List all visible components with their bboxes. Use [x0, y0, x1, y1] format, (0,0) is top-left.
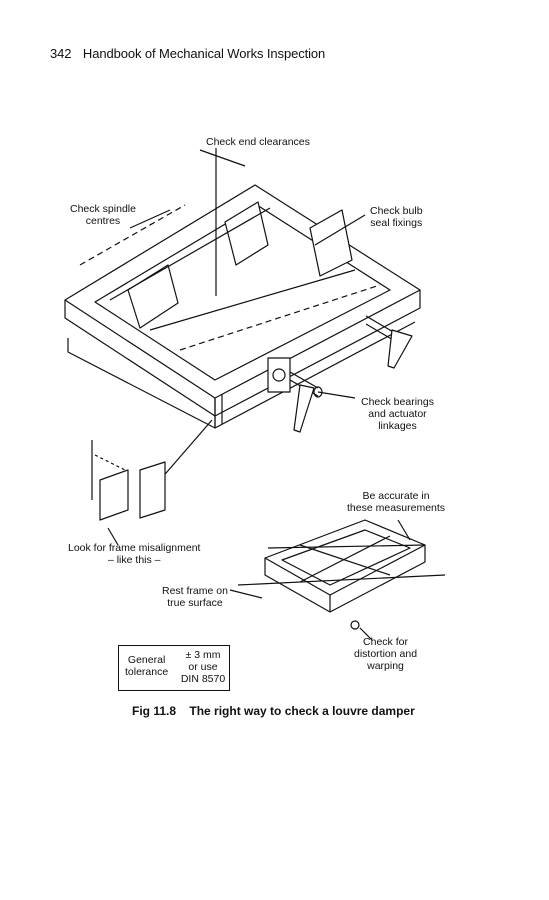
- label-bulb-seal: Check bulb seal fixings: [370, 205, 423, 229]
- label-true-surface: Rest frame on true surface: [162, 585, 228, 609]
- label-line: Rest frame on: [162, 585, 228, 597]
- frame-lower-flange-right: [214, 321, 416, 429]
- tolerance-line: General: [127, 654, 166, 666]
- tolerance-line: ± 3 mm: [185, 649, 221, 661]
- page-number: 342: [50, 46, 72, 61]
- label-line: Check for: [363, 636, 408, 648]
- tolerance-line: tolerance: [125, 666, 169, 678]
- running-header: 342 Handbook of Mechanical Works Inspect…: [50, 46, 325, 61]
- label-line: Look for frame misalignment: [68, 542, 201, 554]
- label-line: Be accurate in: [362, 490, 430, 502]
- label-line: Check bearings: [361, 396, 434, 408]
- label-line: – like this –: [107, 554, 161, 566]
- label-be-accurate: Be accurate in these measurements: [347, 490, 445, 514]
- label-line: distortion and: [354, 648, 418, 660]
- figure-caption: Fig 11.8 The right way to check a louvre…: [132, 704, 415, 718]
- tolerance-box: General tolerance ± 3 mm or use DIN 8570: [118, 645, 230, 691]
- actuator-lever: [387, 329, 413, 369]
- label-bearings: Check bearings and actuator linkages: [361, 396, 434, 432]
- actuator-lever: [293, 384, 315, 433]
- label-frame-misalignment: Look for frame misalignment – like this …: [68, 542, 200, 566]
- label-line: seal fixings: [370, 217, 423, 229]
- label-line: linkages: [378, 420, 417, 432]
- damper-blade: [224, 201, 269, 266]
- test-frame-inner: [281, 529, 411, 586]
- label-line: Check spindle: [70, 203, 136, 215]
- actuator-box: [267, 357, 291, 393]
- tolerance-line: DIN 8570: [180, 673, 226, 685]
- label-line: true surface: [167, 597, 223, 609]
- figure-caption-text: The right way to check a louvre damper: [189, 704, 415, 718]
- label-line: Check bulb: [370, 205, 423, 217]
- misaligned-section: [139, 461, 166, 519]
- damper-frame-inner: [94, 204, 391, 381]
- misaligned-section: [99, 469, 129, 521]
- figure-number: Fig 11.8: [132, 704, 177, 718]
- tolerance-label: General tolerance: [125, 654, 168, 678]
- damper-blade: [309, 209, 353, 277]
- label-spindle-centres: Check spindle centres: [70, 203, 136, 227]
- label-end-clearances: Check end clearances: [206, 136, 310, 148]
- damper-blade: [127, 264, 179, 329]
- label-line: centres: [85, 215, 121, 227]
- tolerance-value: ± 3 mm or use DIN 8570: [179, 649, 227, 685]
- label-line: warping: [367, 660, 404, 672]
- label-distortion: Check for distortion and warping: [354, 636, 417, 672]
- label-line: and actuator: [368, 408, 427, 420]
- tolerance-line: or use: [188, 661, 218, 673]
- label-line: these measurements: [347, 502, 446, 514]
- running-title: Handbook of Mechanical Works Inspection: [82, 46, 326, 61]
